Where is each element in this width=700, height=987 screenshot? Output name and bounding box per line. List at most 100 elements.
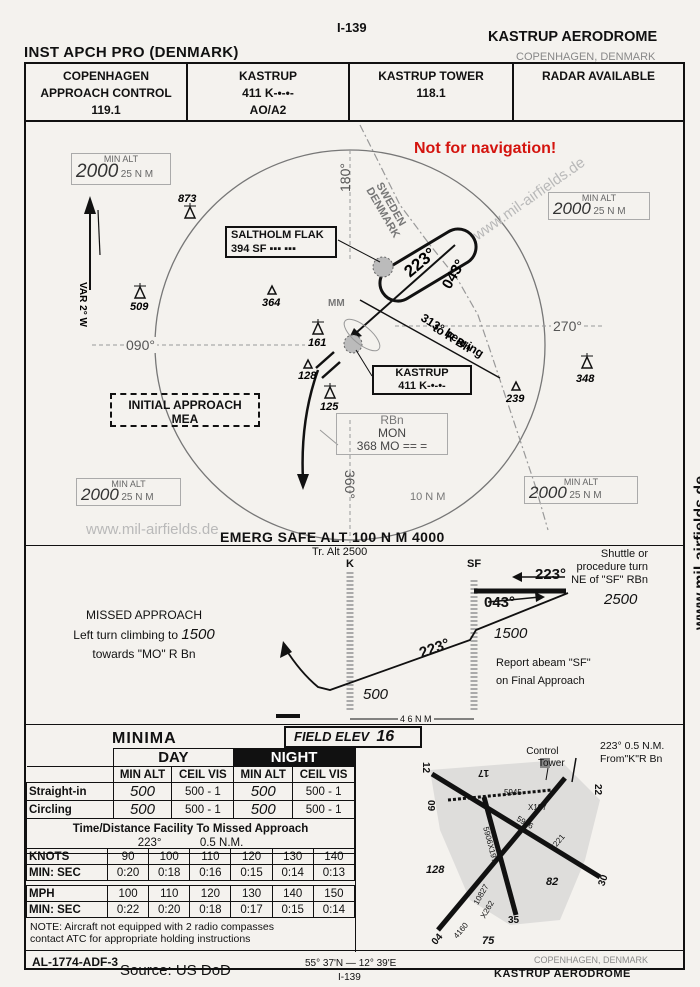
initial-approach-box: INITIAL APPROACH MEA [110,393,260,427]
mon-box: RBn MON 368 MO == = [336,413,448,455]
var-label: VAR 2° W [77,282,88,327]
saltholm-beacon-icon [372,256,394,278]
footer-coords: 55° 37'N — 12° 39'E [305,958,397,969]
cell: 0:18 [148,864,191,881]
rwy-length-1: 5945 [504,788,522,797]
obstacle-icon [133,283,147,299]
cell: 500 - 1 [292,800,355,819]
shuttle-line1: Shuttle or [600,548,648,560]
obstacle-873: 873 [178,193,196,205]
aerodrome-info-1: 223° 0.5 N.M. [600,740,665,752]
cell: 500 - 1 [171,782,235,801]
min-alt-label: MIN ALT [581,193,617,203]
min-alt-unit: 25 N M [121,492,154,503]
radial-360-label: 360° [342,470,358,499]
control-tower-icon [540,758,550,768]
watermark-bottom: www.mil-airfields.de [86,521,219,538]
field-elev-label: FIELD ELEV [294,729,370,744]
table-row: Circling 500 500 - 1 500 500 - 1 [26,800,355,819]
obstacle-161: 161 [308,337,326,349]
radial-270-label: 270° [551,318,584,334]
cell: 500 [233,782,294,801]
radial-180-label: 180° [337,163,353,192]
cell: 90 [106,848,150,865]
mea-label: MEA [171,412,199,426]
rwy-12: 12 [420,761,432,774]
cell: 0:15 [230,864,273,881]
field-elev-box: FIELD ELEV 16 [284,726,422,748]
procedure-turn-marker [315,351,341,379]
aerodrome-info: 223° 0.5 N.M. From"K"R Bn [600,740,664,766]
min-alt-value: 2000 [553,199,591,218]
missed-approach-note: MISSED APPROACH Left turn climbing to 15… [58,606,230,664]
profile-missed-arrow [280,641,292,658]
min-alt-label: MIN ALT [563,477,599,487]
aerodrome-info-2: From"K"R Bn [600,753,663,765]
kastrup-ident: 411 K-•-•- [242,86,294,100]
page-number-top: I-139 [337,20,367,35]
plan-profile-divider [26,545,683,546]
cell: 0:18 [189,901,232,918]
kastrup-name: KASTRUP [238,69,297,83]
cell: 0:15 [271,901,314,918]
min-alt-label: MIN ALT [103,154,139,164]
k-label: K [346,558,354,570]
obstacle-labels: 873 509 364 161 128 125 239 348 [130,193,595,413]
report-line1: Report abeam "SF" [496,657,591,669]
kastrup-beacon-box: KASTRUP 411 K-•-•- AO/A2 [188,64,350,122]
kastrup-box-ident: 411 K-•-•- [398,380,446,392]
bottom-divider [26,950,683,951]
min-alt-sw: MIN ALT 2000 25 N M [76,478,181,506]
obstacle-128: 128 [298,370,317,382]
radial-090-label: 090° [124,337,157,353]
rwy-17: 17 [478,767,490,778]
cell: 500 [233,800,294,819]
cell: 120 [230,848,273,865]
report-line2: on Final Approach [496,675,585,687]
cell: 0:22 [106,901,150,918]
tower-frequency: 118.1 [416,86,446,100]
cell: 0:20 [148,901,191,918]
col-ceil-vis-day: CEIL VIS [171,766,235,783]
tr-alt-label: Tr. Alt 2500 [312,546,368,558]
cell: 0:17 [230,901,273,918]
approach-name2: APPROACH CONTROL [40,86,172,100]
tower-label-2: Tower [538,758,565,769]
note-line2: contact ATC for appropriate holding inst… [30,933,251,945]
control-tower-label: Control Tower [520,746,565,770]
profile-alt-2500: 2500 [604,591,638,608]
obstacle-icon [183,203,197,219]
footer-page: I-139 [338,972,361,983]
chart-frame [24,62,685,970]
procedure-track [301,369,320,481]
obstacle-348: 348 [576,373,595,385]
obstacle-icon [266,284,278,295]
cell: 0:14 [312,901,356,918]
row-label: Circling [26,800,114,819]
obstacle-364: 364 [262,297,280,309]
footer-left: AL-1774-ADF-3 [32,955,119,969]
obstacle-icon [311,319,325,335]
obstacle-icons [133,203,594,399]
chart-title: INST APCH PRO (DENMARK) [24,44,239,61]
mon-type: RBn [380,413,404,427]
cell: 100 [106,885,150,902]
profile-course-043: 043° [484,594,516,611]
td-title: Time/Distance Facility To Missed Approac… [72,823,309,835]
missed-line1: Left turn climbing to 1500 [58,625,230,645]
missed-text: Left turn climbing to [73,628,178,642]
saltholm-box: SALTHOLM FLAK 394 SF ▪▪▪ ▪▪▪ [225,226,337,258]
minima-table: DAY NIGHT MIN ALT CEIL VIS MIN ALT CEIL … [26,748,355,854]
cell: 140 [271,885,314,902]
min-alt-label: MIN ALT [111,479,146,489]
north-arrow-icon [84,196,96,214]
min-alt-unit: 25 N M [569,490,602,501]
inbound-course [347,244,456,341]
note-line1: NOTE: Aircraft not equipped with 2 radio… [30,921,274,933]
obstacle-239: 239 [505,393,525,405]
obstacle-icon [580,353,594,369]
field-elev-value: 16 [376,728,395,745]
shuttle-line2: procedure turn [576,561,648,573]
